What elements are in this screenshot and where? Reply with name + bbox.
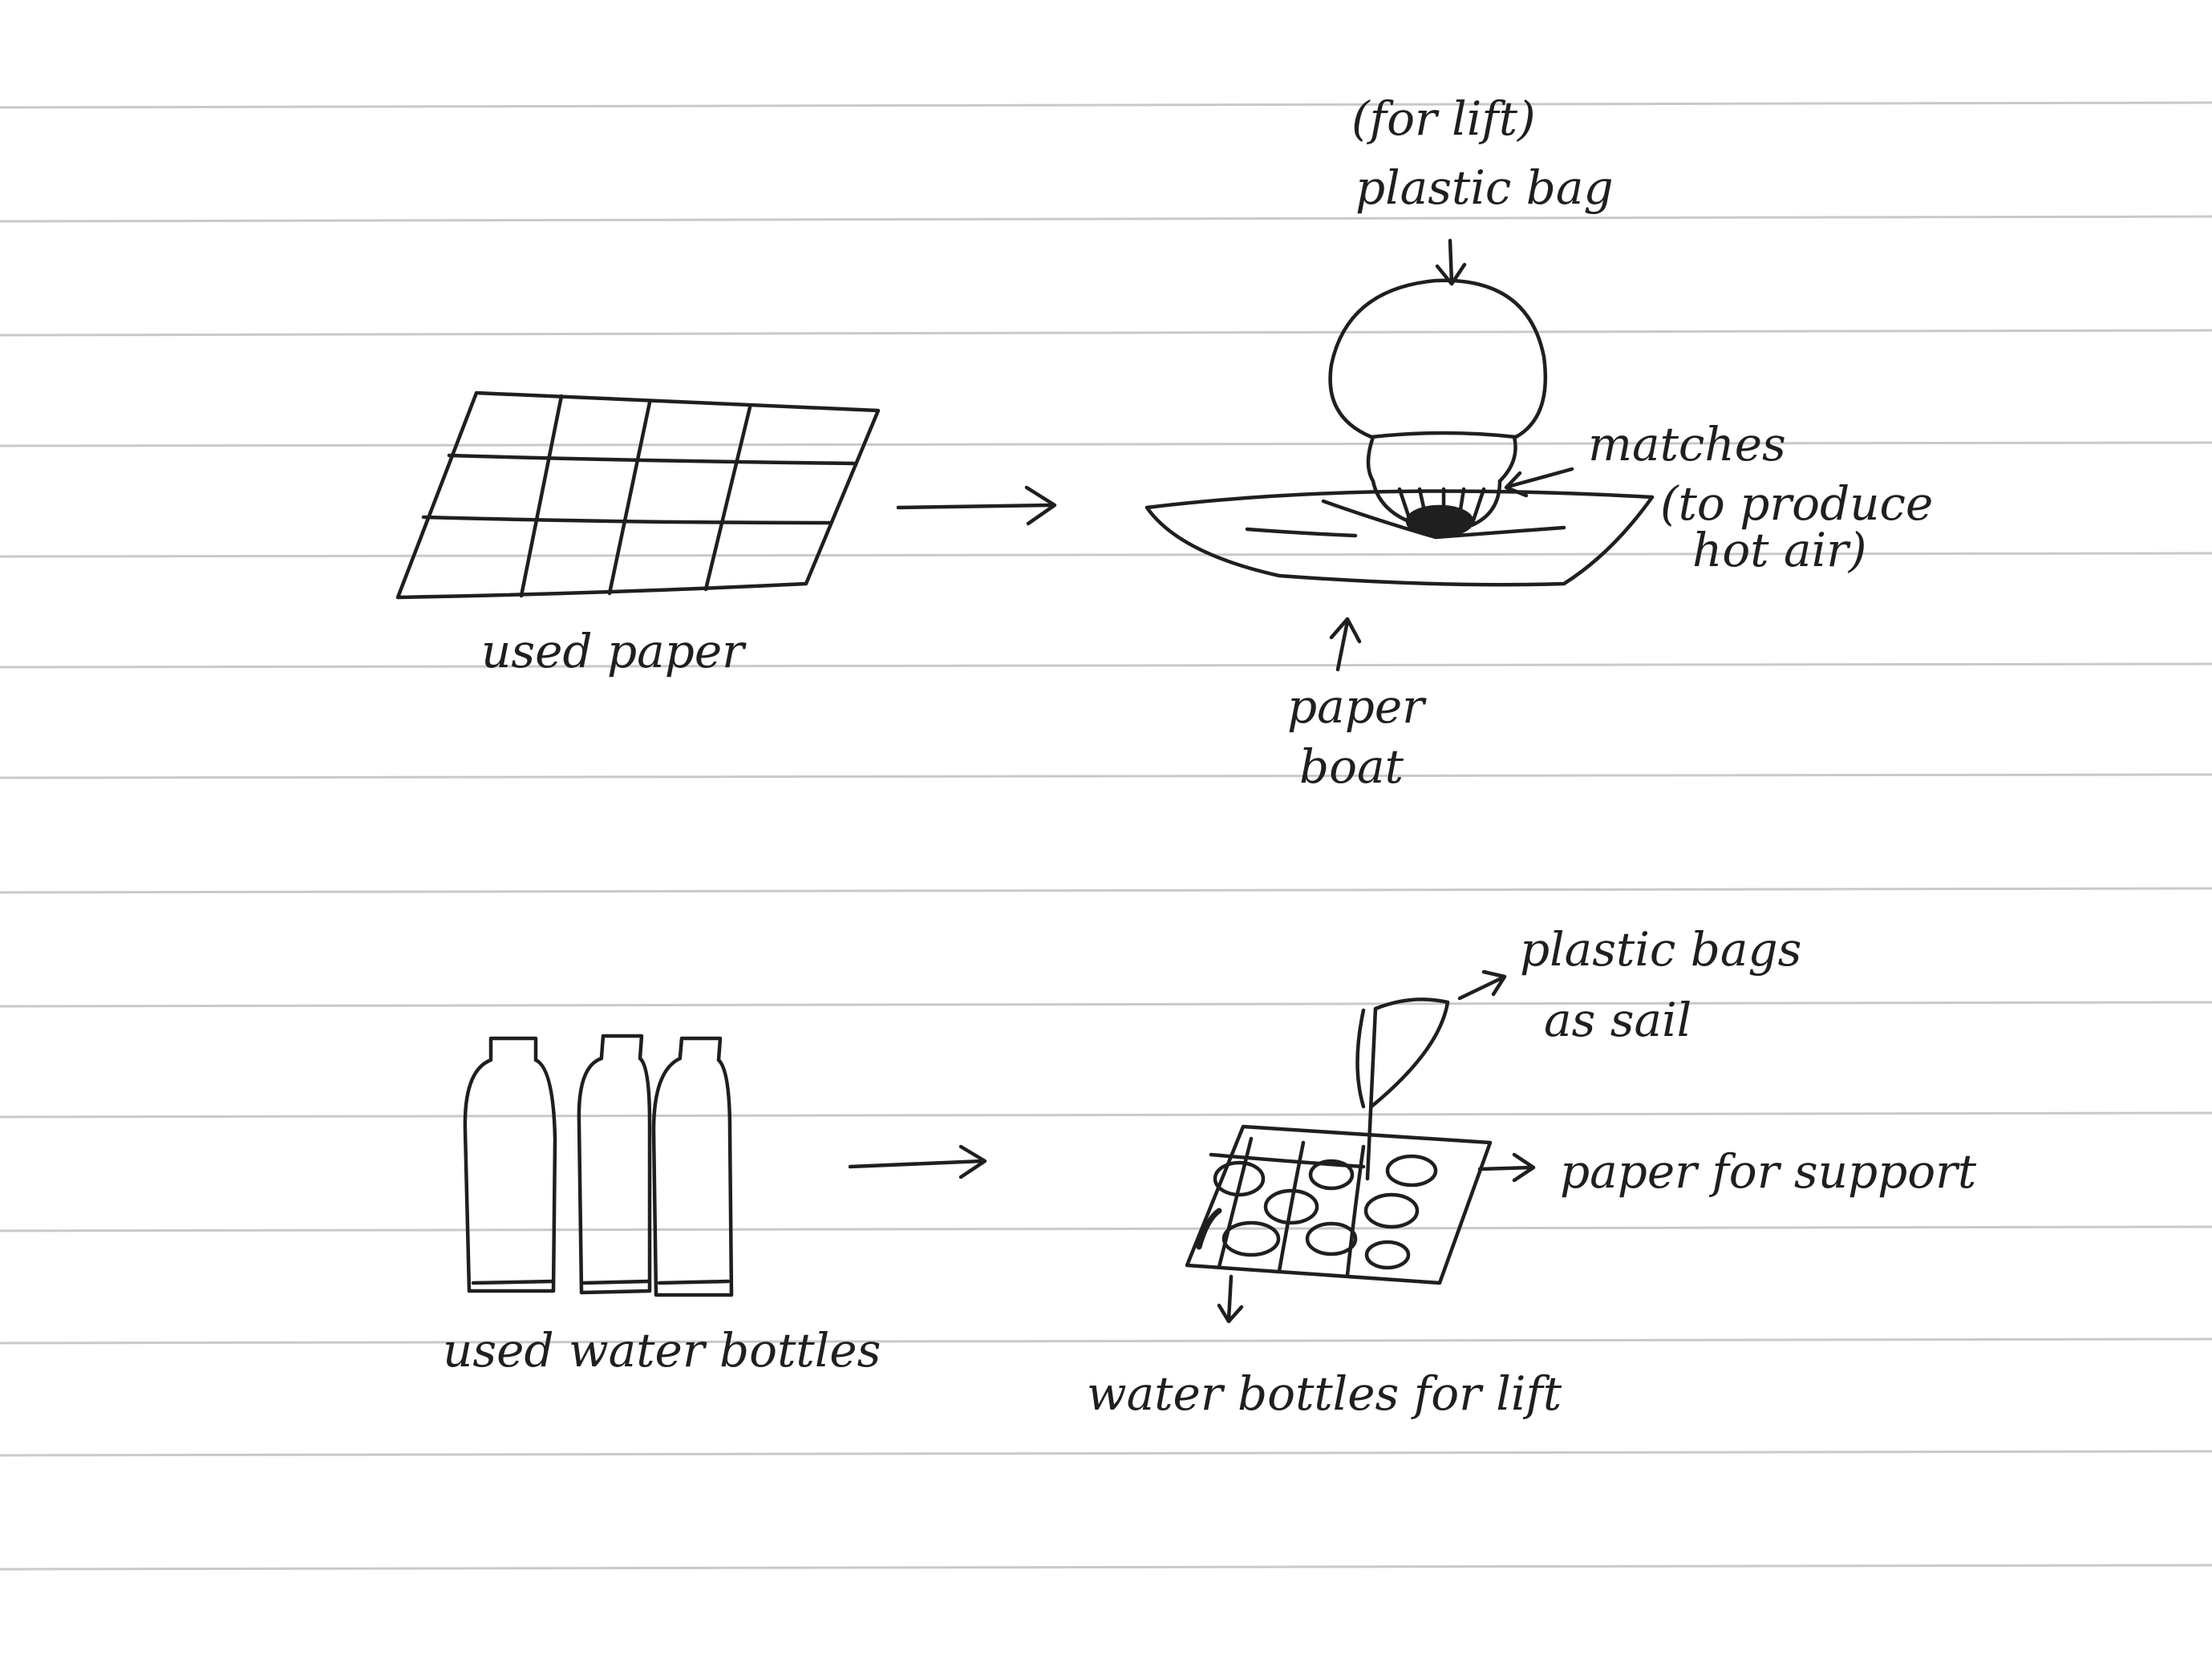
sail-label-as-sail: as sail xyxy=(1544,991,1691,1049)
boat-label-boat: boat xyxy=(1299,738,1404,795)
boat-label-paper: paper xyxy=(1287,678,1424,735)
balloon-label-lift: (for lift) xyxy=(1351,90,1536,148)
used-paper-label: used paper xyxy=(481,622,744,680)
support-label: paper for support xyxy=(1560,1143,1976,1200)
sail-label-bags: plastic bags xyxy=(1520,921,1801,978)
used-bottles-label: used water bottles xyxy=(443,1321,881,1379)
matches-label-hot-air: hot air) xyxy=(1692,521,1867,579)
balloon-label-bag: plastic bag xyxy=(1355,159,1614,216)
lift-label: water bottles for lift xyxy=(1087,1365,1562,1422)
matches-label: matches xyxy=(1588,415,1786,473)
